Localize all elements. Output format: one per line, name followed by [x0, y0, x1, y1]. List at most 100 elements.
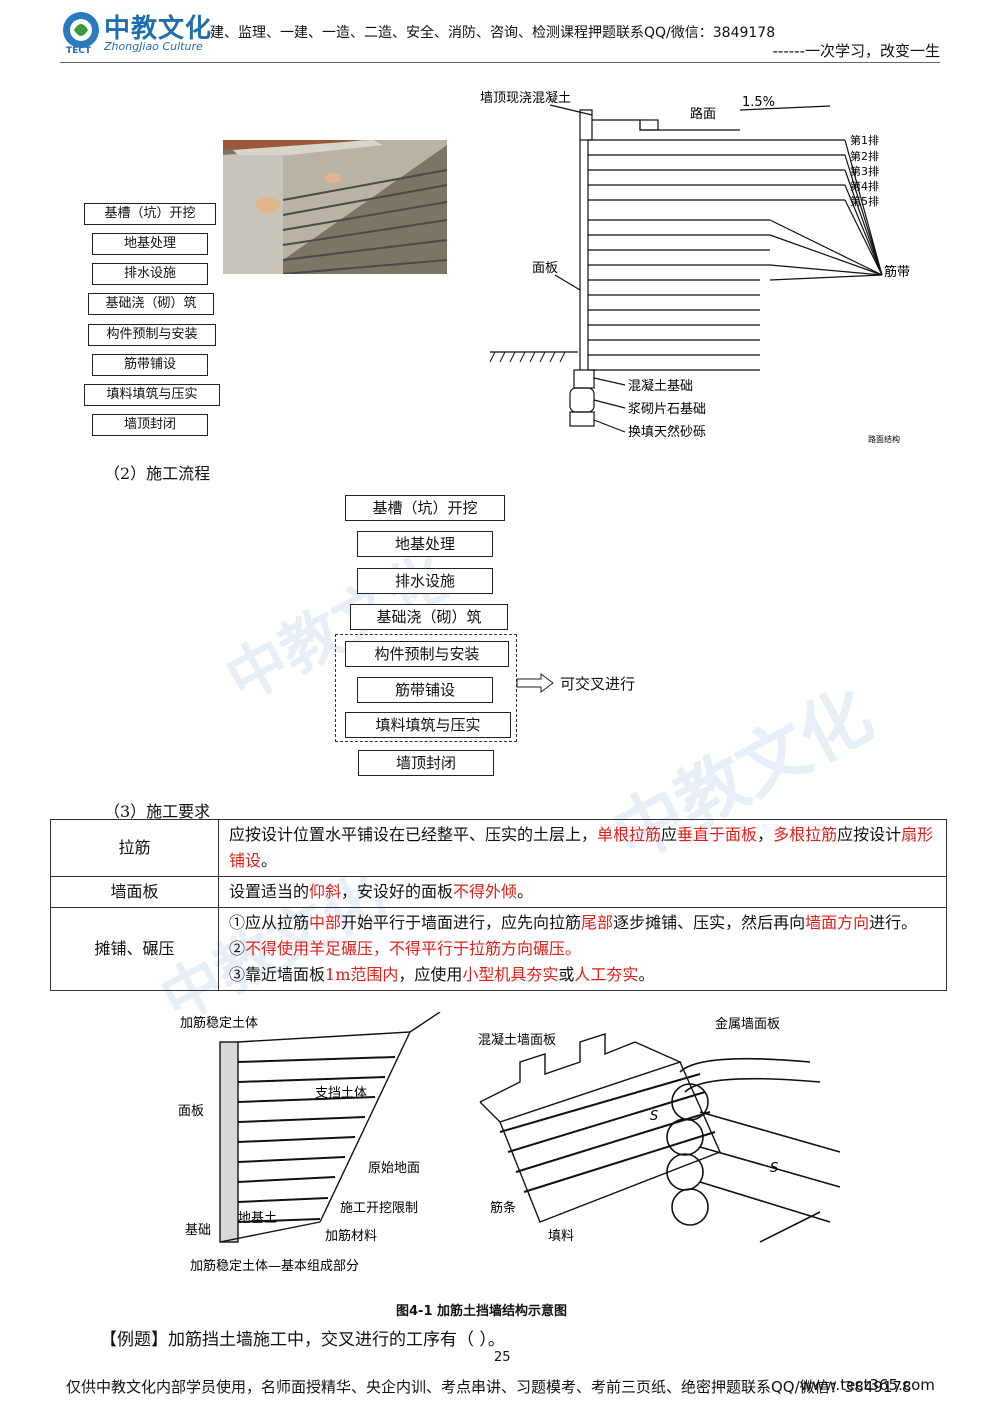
footer-url: www.tect365.com [800, 1376, 935, 1394]
row-key: 摊铺、碾压 [50, 907, 219, 991]
body-text: ①应从拉筋 [229, 913, 310, 932]
table-row: 墙面板 设置适当的仰斜，安设好的面板不得外倾。 [50, 876, 947, 908]
header-divider [60, 62, 940, 63]
fig-label-s-vertical: S [650, 1109, 658, 1124]
fig-label-panel: 面板 [178, 1104, 204, 1119]
header-logo [58, 8, 208, 60]
label-row-4: 第4排 [850, 179, 879, 193]
fig-label-foundation: 基础 [185, 1223, 211, 1238]
top-flow-step: 筋带铺设 [92, 354, 208, 376]
cross-dashed-group [335, 634, 517, 742]
top-flow-step: 排水设施 [92, 263, 208, 285]
highlight-text: 小型机具夯实 [462, 965, 559, 984]
fig-label-excavation-limit: 施工开挖限制 [340, 1201, 418, 1216]
fig-label-components: 加筋稳定土体—基本组成部分 [190, 1258, 359, 1274]
top-flow-step: 墙顶封闭 [92, 414, 208, 436]
fig-label-concrete-panel: 混凝土墙面板 [478, 1032, 556, 1048]
requirements-table: 拉筋 应按设计位置水平铺设在已经整平、压实的土层上，单根拉筋应垂直于面板，多根拉… [50, 819, 947, 991]
fig-label-retaining-soil: 支挡土体 [315, 1086, 367, 1101]
top-flow-step: 基础浇（砌）筑 [88, 293, 214, 315]
row-content: 设置适当的仰斜，安设好的面板不得外倾。 [218, 876, 947, 908]
body-text: 设置适当的 [229, 882, 310, 901]
label-row-3: 第3排 [850, 164, 879, 178]
highlight-text: 人工夯实 [574, 965, 639, 984]
highlight-text: 扇形铺设 [229, 825, 934, 870]
section-3-title: （3）施工要求 [104, 802, 211, 821]
body-text: 。 [638, 965, 655, 984]
fig-label-s-horizontal: S [770, 1161, 778, 1176]
label-road: 路面 [690, 106, 716, 122]
highlight-text: 多根拉筋 [773, 825, 838, 844]
highlight-text: 尾部 [581, 913, 614, 932]
logo-small: TECT [66, 46, 92, 56]
flow-step: 墙顶封闭 [358, 750, 494, 776]
table-row: 拉筋 应按设计位置水平铺设在已经整平、压实的土层上，单根拉筋应垂直于面板，多根拉… [50, 819, 947, 877]
construction-photo [223, 140, 447, 274]
body-text: ，应使用 [398, 965, 463, 984]
requirement-line: ②不得使用羊足碾压，不得平行于拉筋方向碾压。 [229, 936, 936, 962]
header-slogan: ------一次学习，改变一生 [772, 42, 940, 60]
body-text: 。 [517, 882, 534, 901]
highlight-text: 不得使用羊足碾压，不得平行于拉筋方向碾压。 [245, 939, 582, 958]
flow-step: 基础浇（砌）筑 [350, 604, 508, 630]
body-text: 开始平行于墙面进行，应先向拉筋 [341, 913, 582, 932]
flow-step: 基槽（坑）开挖 [345, 495, 505, 521]
table-row: 摊铺、碾压 ①应从拉筋中部开始平行于墙面进行，应先向拉筋尾部逐步摊铺、压实，然后… [50, 907, 947, 991]
row-content: 应按设计位置水平铺设在已经整平、压实的土层上，单根拉筋应垂直于面板，多根拉筋应按… [218, 819, 947, 877]
label-slope: 1.5% [742, 95, 775, 110]
page-number: 25 [494, 1350, 511, 1365]
label-base-gravel: 换填天然砂砾 [628, 424, 706, 440]
top-flow-step: 基槽（坑）开挖 [84, 203, 216, 225]
footer-note: 仅供中教文化内部学员使用，名师面授精华、央企内训、考点串讲、习题模考、考前三页纸… [66, 1378, 912, 1396]
highlight-text: 墙面方向 [805, 913, 870, 932]
row-content: ①应从拉筋中部开始平行于墙面进行，应先向拉筋尾部逐步摊铺、压实，然后再向墙面方向… [218, 907, 947, 991]
cross-label: 可交叉进行 [560, 675, 636, 693]
logo-text: 中教文化 [104, 14, 213, 44]
highlight-text: 仰斜 [309, 882, 342, 901]
label-strip: 筋带 [884, 264, 910, 280]
fig-label-reinforcement: 加筋材料 [325, 1228, 377, 1244]
flow-step: 排水设施 [357, 568, 493, 594]
highlight-text: 不得外倾 [453, 882, 518, 901]
section-2-title: （2）施工流程 [104, 464, 211, 483]
label-row-5: 第5排 [850, 194, 879, 208]
highlight-text: 1m范围内 [325, 965, 399, 984]
example-question: 【例题】加筋挡土墙施工中，交叉进行的工序有（ ）。 [100, 1330, 505, 1350]
body-text: 。 [261, 851, 278, 870]
cross-section-diagram: 墙顶现浇混凝土 路面 1.5% 第1排 第2排 第3排 第4排 第5排 面板 筋… [480, 90, 910, 444]
top-flow-step: 地基处理 [92, 233, 208, 255]
figure-4-1: 加筋稳定土体 支挡土体 面板 原始地面 施工开挖限制 基础 地基土 加筋材料 加… [178, 1012, 841, 1274]
body-text: ② [229, 939, 246, 958]
label-base-masonry: 浆砌片石基础 [628, 402, 706, 417]
requirement-line: ①应从拉筋中部开始平行于墙面进行，应先向拉筋尾部逐步摊铺、压实，然后再向墙面方向… [229, 910, 936, 936]
flow-step: 填料填筑与压实 [345, 712, 511, 738]
header-contact: 建、监理、一建、一造、二造、安全、消防、咨询、检测课程押题联系QQ/微信：384… [210, 25, 776, 41]
fig-label-fill: 填料 [548, 1229, 574, 1244]
label-wall-top: 墙顶现浇混凝土 [480, 90, 571, 106]
body-text: 应 [661, 825, 678, 844]
flow-step: 筋带铺设 [357, 677, 493, 703]
highlight-text: 中部 [309, 913, 342, 932]
body-text: 逐步摊铺、压实，然后再向 [613, 913, 806, 932]
label-base-concrete: 混凝土基础 [628, 378, 693, 394]
body-text: 应按设计 [837, 825, 902, 844]
logo-subtitle: ZhongJiao Culture [104, 40, 203, 53]
body-text: ， [757, 825, 774, 844]
body-text: 应按设计位置水平铺设在已经整平、压实的土层上， [229, 825, 598, 844]
figure-caption: 图4-1 加筋土挡墙结构示意图 [396, 1304, 568, 1319]
label-panel: 面板 [532, 261, 558, 276]
body-text: 或 [558, 965, 575, 984]
requirement-line: ③靠近墙面板1m范围内，应使用小型机具夯实或人工夯实。 [229, 962, 936, 988]
row-key: 墙面板 [50, 876, 219, 908]
label-row-1: 第1排 [850, 133, 879, 147]
fig-label-subgrade: 地基土 [238, 1211, 277, 1226]
body-text: ③靠近墙面板 [229, 965, 326, 984]
top-flow-step: 构件预制与安装 [88, 324, 216, 346]
fig-label-original-ground: 原始地面 [368, 1161, 420, 1176]
row-key: 拉筋 [50, 819, 219, 877]
label-corner: 路面结构 [868, 434, 900, 444]
logo-icon [63, 12, 99, 48]
fig-label-strip: 筋条 [490, 1200, 516, 1216]
arrow-right-icon [516, 673, 554, 693]
body-text: ，安设好的面板 [341, 882, 454, 901]
